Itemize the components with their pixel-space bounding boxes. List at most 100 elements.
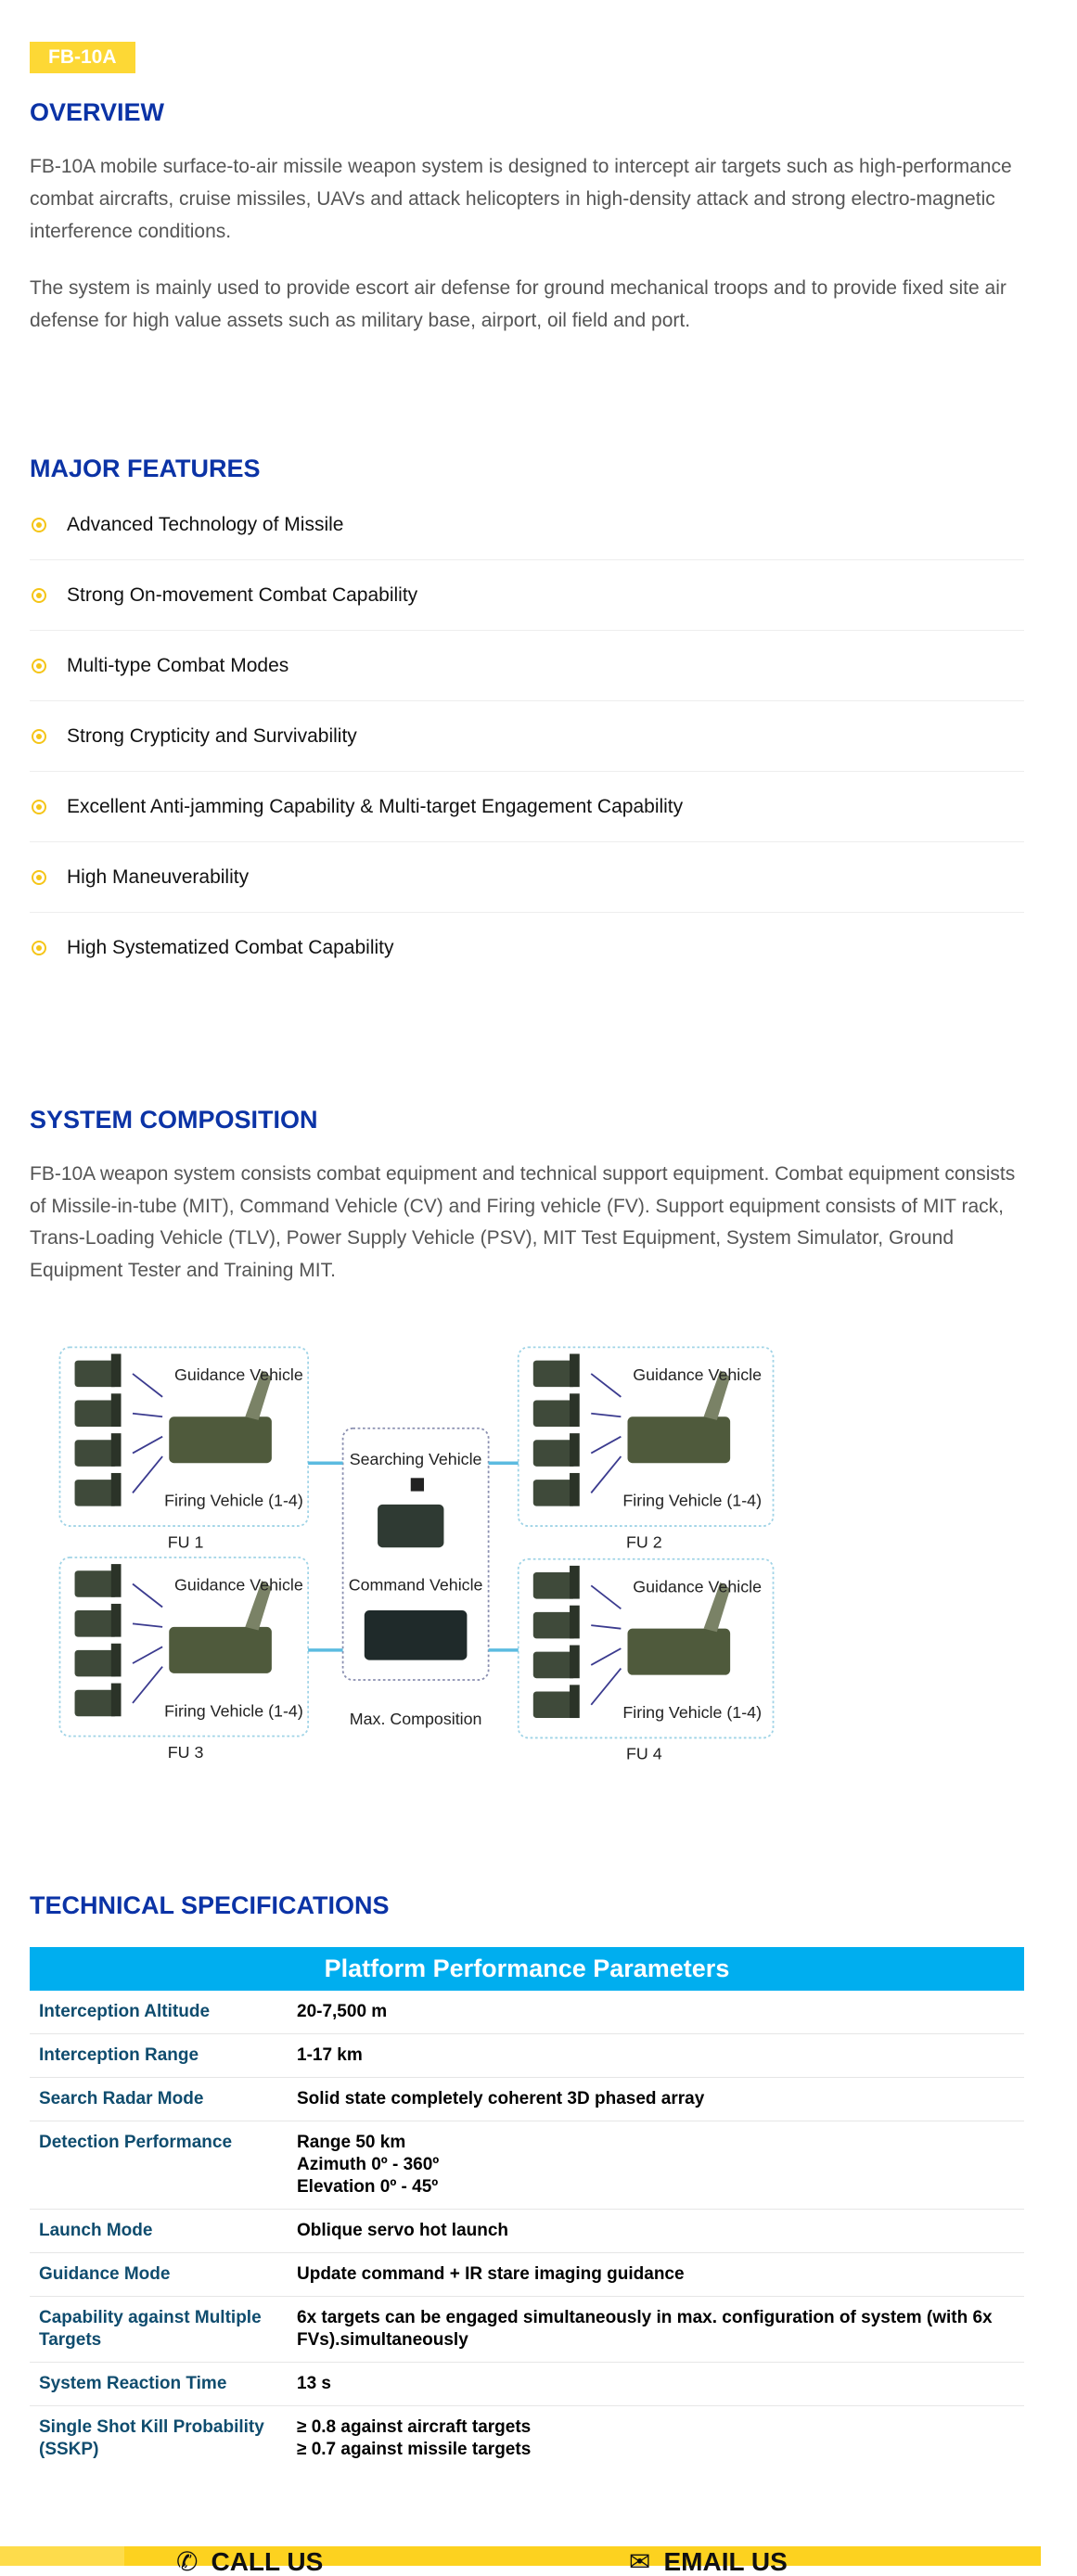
link-arrow [132,1412,163,1418]
spec-value-line: 13 s [297,2374,331,2393]
fire-unit-label: FU 3 [168,1743,204,1762]
feature-label: Excellent Anti-jamming Capability & Mult… [67,795,684,817]
email-us-button[interactable]: ✉ EMAIL US [629,2548,788,2576]
launcher-tube-image [570,1645,580,1679]
firing-vehicle-image [532,1400,577,1427]
specs-table: Platform Performance Parameters Intercep… [30,1947,1024,2471]
firing-vehicle-image [532,1611,577,1639]
spec-value: 20-7,500 m [288,1991,1024,2034]
radar-antenna-image [703,1582,731,1633]
feature-item: High Maneuverability [30,842,1024,913]
link-arrow [590,1373,622,1398]
firing-vehicle-label: Firing Vehicle (1-4) [164,1492,303,1510]
link-arrow [590,1584,622,1609]
max-composition-label: Max. Composition [350,1710,482,1728]
guidance-vehicle-label: Guidance Vehicle [633,1365,762,1384]
spec-value: 13 s [288,2362,1024,2406]
spec-value-line: ≥ 0.7 against missile targets [297,2440,532,2459]
firing-vehicle-label: Firing Vehicle (1-4) [622,1703,762,1722]
target-circle-icon [32,941,46,955]
feature-label: Multi-type Combat Modes [67,654,289,676]
guidance-vehicle-label: Guidance Vehicle [174,1365,303,1384]
firing-vehicle-image [74,1400,118,1427]
target-circle-icon [32,728,46,744]
feature-item: Advanced Technology of Missile [30,490,1024,560]
email-us-label: EMAIL US [663,2547,788,2576]
launcher-tube-image [570,1565,580,1599]
link-arrow [132,1646,163,1664]
link-arrow [132,1583,163,1608]
spec-value-line: 20-7,500 m [297,2002,388,2021]
firing-vehicle-image [532,1572,577,1599]
searching-vehicle-image [378,1504,444,1548]
feature-label: High Maneuverability [67,865,250,888]
spec-label: System Reaction Time [30,2362,288,2406]
link-arrow [132,1455,163,1493]
launcher-tube-image [110,1564,122,1597]
target-circle-icon [32,869,46,885]
feature-label: High Systematized Combat Capability [67,937,394,958]
firing-vehicle-image [74,1570,118,1597]
launcher-tube-image [570,1393,580,1427]
command-vehicle-image [364,1610,468,1660]
composition-title: SYSTEM COMPOSITION [30,1106,318,1134]
spec-value-line: Azimuth 0º - 360º [297,2155,440,2174]
phone-icon: ✆ [176,2547,199,2576]
feature-label: Strong On-movement Combat Capability [67,583,418,606]
radar-head-image [410,1478,425,1492]
spec-value-line: Range 50 km [297,2133,406,2152]
spec-label: Launch Mode [30,2209,288,2253]
launcher-tube-image [110,1433,122,1467]
spec-value: 1-17 km [288,2033,1024,2078]
guidance-vehicle-image [169,1626,272,1673]
firing-vehicle-image [532,1440,577,1467]
fire-unit-box [517,1346,775,1527]
contact-footer: ✆CALL US ✉ EMAIL US [0,2546,1041,2576]
guidance-vehicle-image [627,1628,731,1675]
firing-vehicle-image [74,1689,118,1717]
launcher-tube-image [570,1433,580,1467]
table-row: Launch Mode Oblique servo hot launch [30,2209,1024,2253]
composition-paragraph: FB-10A weapon system consists combat equ… [30,1163,1016,1282]
spec-label: Interception Altitude [30,1991,288,2034]
fire-unit-label: FU 2 [626,1532,662,1551]
spec-label: Detection Performance [30,2121,288,2210]
spec-value-line: Update command + IR stare imaging guidan… [297,2264,685,2284]
link-arrow [590,1647,622,1666]
envelope-icon: ✉ [629,2547,651,2576]
table-row: Guidance Mode Update command + IR stare i… [30,2252,1024,2297]
launcher-tube-image [570,1685,580,1719]
firing-vehicle-image [532,1360,577,1388]
target-circle-icon [32,658,46,673]
spec-label: Guidance Mode [30,2252,288,2297]
firing-vehicle-image [74,1649,118,1677]
spec-value-line: 6x targets can be engaged simultaneously… [297,2308,993,2350]
radar-antenna-image [703,1370,731,1420]
link-arrow [132,1666,163,1704]
product-badge: FB-10A [30,42,135,73]
feature-item: Strong Crypticity and Survivability [30,701,1024,772]
table-row: Interception Altitude 20-7,500 m [30,1991,1024,2034]
firing-vehicle-image [74,1480,118,1506]
fire-unit-label: FU 4 [626,1745,662,1763]
link-arrow [590,1435,622,1455]
spec-value-line: ≥ 0.8 against aircraft targets [297,2417,532,2437]
link-arrow [132,1373,163,1398]
command-vehicle-label: Command Vehicle [349,1576,483,1595]
spec-label: Search Radar Mode [30,2077,288,2121]
spec-value: Solid state completely coherent 3D phase… [288,2077,1024,2121]
spec-label: Single Shot Kill Probability (SSKP) [39,2417,264,2459]
spec-value-line: Oblique servo hot launch [297,2221,509,2240]
guidance-vehicle-label: Guidance Vehicle [174,1576,303,1595]
feature-item: High Systematized Combat Capability [30,913,1024,983]
call-us-button[interactable]: ✆CALL US [176,2548,323,2576]
link-arrow [591,1624,622,1630]
launcher-tube-image [570,1605,580,1639]
guidance-vehicle-image [627,1416,731,1464]
spec-value: Oblique servo hot launch [288,2209,1024,2253]
feature-label: Strong Crypticity and Survivability [67,724,357,747]
fire-unit-label: FU 1 [168,1532,204,1551]
firing-vehicle-image [532,1651,577,1679]
